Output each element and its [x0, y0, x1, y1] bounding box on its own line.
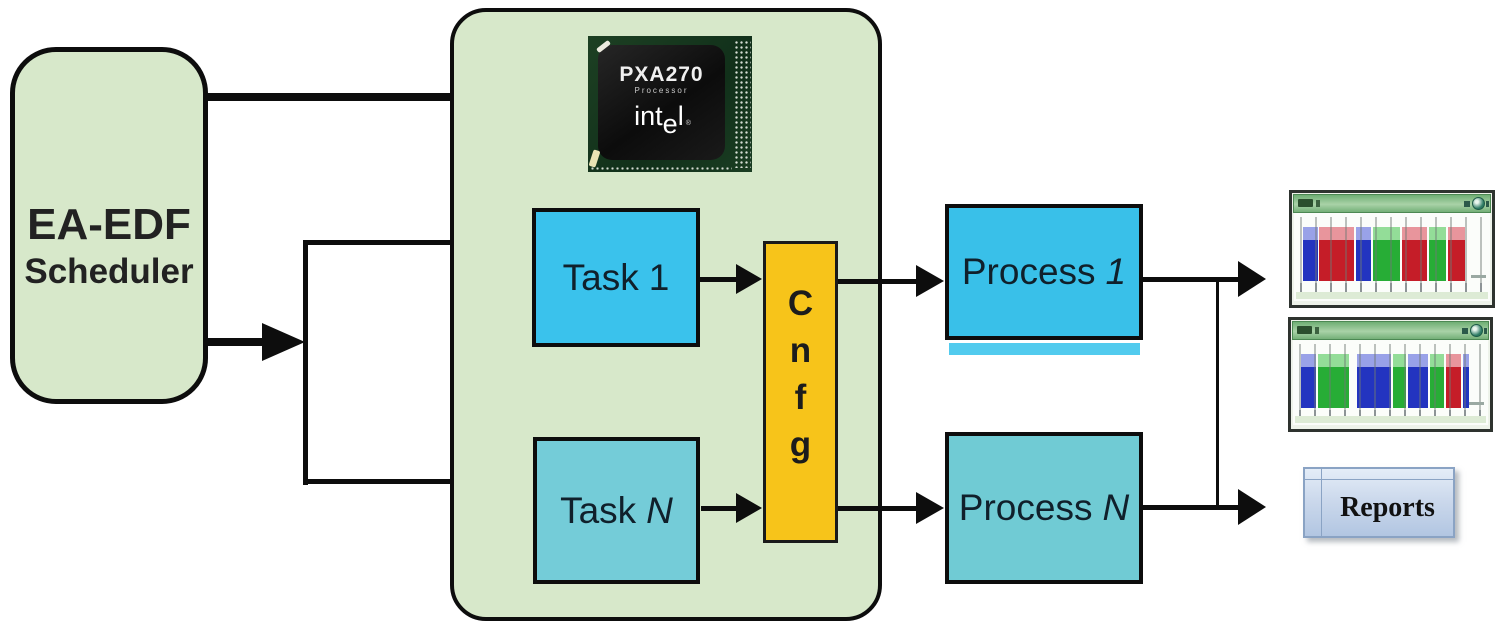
gantt-bar-blue [1357, 354, 1391, 408]
process1-highlight-strip [949, 343, 1140, 355]
arrowhead-to-trace1 [1238, 261, 1266, 297]
registered-mark: ® [685, 120, 691, 128]
trace2-title-text-mark [1297, 326, 1312, 334]
gantt-bar-red [1402, 227, 1427, 281]
trace1-title-text-mark [1298, 199, 1313, 207]
gantt-bar-blue [1303, 227, 1318, 281]
trace1-title-text-mark2 [1316, 200, 1320, 207]
gantt-bar-green [1318, 354, 1349, 408]
gantt-bar-red [1448, 227, 1465, 281]
gantt-bar-blue [1301, 354, 1316, 408]
cnfg-box: C n f g [763, 241, 838, 543]
trace2-control-mark [1462, 328, 1468, 334]
connector-cnfg-to-process1 [838, 279, 916, 284]
connector-taskN-to-cnfg [701, 506, 737, 511]
chip-model-label: PXA270 [619, 63, 704, 86]
arrowhead-scheduler-out [262, 323, 305, 361]
trace2-window-icon [1470, 324, 1483, 337]
connector-task1-to-cnfg [700, 277, 737, 282]
connector-cnfg-to-processN [838, 506, 916, 511]
reports-header-divider [1305, 479, 1453, 480]
chip-pins-right [734, 40, 751, 168]
gantt-bar-green [1430, 354, 1444, 408]
trace1-plot-area [1294, 213, 1490, 301]
chip-processor-label: Processor [634, 86, 689, 95]
process1-index: 1 [1105, 251, 1127, 292]
cnfg-letter-n: n [789, 331, 812, 370]
gantt-bar-green [1373, 227, 1400, 281]
trace1-axis-line [1471, 275, 1486, 278]
connector-processN-out [1143, 505, 1219, 510]
gantt-bar-red [1446, 354, 1461, 408]
schedule-trace-window-2 [1288, 317, 1493, 432]
taskN-box: Task N [533, 437, 700, 584]
scheduler-title: EA-EDF [27, 200, 191, 249]
arrowhead-cnfg-to-process1 [916, 265, 944, 297]
schedule-trace-window-1 [1289, 190, 1495, 308]
connector-to-trace1 [1216, 277, 1240, 282]
gantt-bar-blue [1356, 227, 1371, 281]
gantt-bar-blue [1463, 354, 1469, 408]
chip-die: PXA270 Processor intel® [598, 45, 725, 160]
trace2-bars [1299, 354, 1482, 408]
taskN-index: N [646, 489, 673, 531]
connector-process1-out [1143, 277, 1219, 282]
reports-label: Reports [1340, 492, 1435, 523]
cnfg-letter-c: C [787, 284, 814, 323]
gantt-bar-green [1393, 354, 1406, 408]
trace1-titlebar [1293, 194, 1491, 213]
trace2-titlebar [1292, 321, 1489, 340]
trace2-title-text-mark2 [1315, 327, 1319, 334]
connector-scheduler-to-chip [206, 93, 596, 101]
connector-scheduler-out [206, 338, 262, 346]
intel-logo-e: e [662, 109, 678, 139]
cnfg-letter-f: f [794, 378, 807, 417]
branch-line-to-task1 [303, 240, 489, 245]
intel-logo-pre: int [634, 101, 663, 131]
processN-label: Process [958, 487, 1093, 528]
gantt-bar-green [1429, 227, 1446, 281]
trace1-gridlines [1300, 217, 1484, 295]
gantt-bar-red [1319, 227, 1354, 281]
pxa270-chip-image: PXA270 Processor intel® [588, 36, 752, 172]
gantt-bar-blue [1408, 354, 1428, 408]
branch-line-to-taskN [303, 479, 489, 484]
junction-vertical-line [1216, 277, 1219, 510]
intel-logo: intel® [634, 101, 691, 139]
scheduler-box: EA-EDF Scheduler [10, 47, 208, 404]
trace2-gridlines [1299, 344, 1482, 422]
trace2-control-mark2 [1484, 328, 1487, 334]
arrowhead-task1-to-cnfg [736, 264, 762, 294]
trace1-control-mark [1464, 201, 1470, 207]
trace2-plot-area [1293, 340, 1488, 425]
task1-index: 1 [648, 256, 670, 298]
trace1-control-mark2 [1486, 201, 1489, 207]
intel-logo-post: l [677, 101, 684, 131]
trace2-axis-line [1469, 402, 1484, 405]
processN-index: N [1102, 487, 1130, 528]
trace1-window-icon [1472, 197, 1485, 210]
arrowhead-taskN-to-cnfg [736, 493, 762, 523]
connector-to-reports [1216, 505, 1240, 510]
process1-label: Process [961, 251, 1096, 292]
trace1-footer-strip [1296, 292, 1488, 299]
cnfg-letter-g: g [789, 425, 812, 464]
chip-pin1-mark [588, 149, 601, 168]
task1-label: Task [562, 256, 639, 298]
reports-box: Reports [1303, 467, 1455, 538]
arrowhead-cnfg-to-processN [916, 492, 944, 524]
process1-box: Process 1 [945, 204, 1143, 340]
trace2-footer-strip [1295, 416, 1486, 423]
task1-box: Task 1 [532, 208, 700, 347]
trace1-bars [1300, 227, 1484, 281]
reports-left-divider [1321, 469, 1322, 536]
scheduler-subtitle: Scheduler [24, 252, 194, 291]
taskN-label: Task [560, 489, 637, 531]
chip-pins-bottom [590, 166, 732, 172]
processN-box: Process N [945, 432, 1143, 584]
arrowhead-to-reports [1238, 489, 1266, 525]
branch-vertical-line [303, 240, 308, 485]
